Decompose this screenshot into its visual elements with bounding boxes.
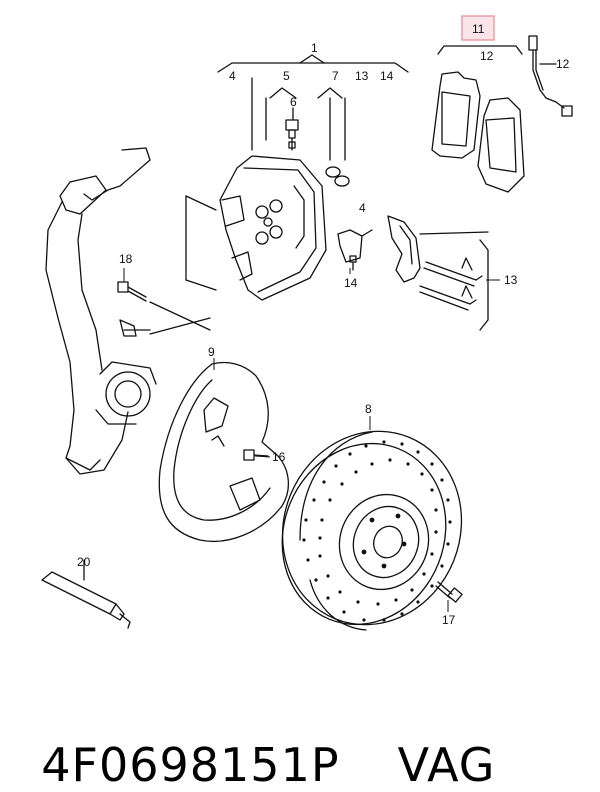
callout-7: 7 (332, 69, 339, 83)
caliper-clip (337, 229, 373, 271)
callout-9: 9 (208, 345, 215, 359)
highlight-box (461, 15, 495, 41)
callout-4-clip: 4 (359, 201, 366, 215)
group-bracket-1 (217, 54, 409, 73)
brake-caliper (185, 155, 327, 301)
part-number-caption: 4F0698151P VAG (10, 684, 590, 792)
leader-lines (251, 77, 346, 161)
callout-13-pins: 13 (504, 273, 518, 287)
callout-12-sensor: 12 (556, 57, 570, 71)
callout-6: 6 (290, 95, 297, 109)
disc-drill-holes (302, 440, 452, 622)
callout-1: 1 (311, 41, 318, 55)
callout-5: 5 (283, 69, 290, 83)
callout-12-pads: 12 (480, 49, 494, 63)
bolt-17 (435, 581, 463, 603)
seal-rings (325, 166, 350, 187)
splash-shield (158, 361, 289, 542)
steering-knuckle (45, 147, 157, 475)
spring-and-pins (387, 215, 489, 331)
callout-20: 20 (77, 555, 91, 569)
callout-17: 17 (442, 613, 456, 627)
callout-labels: 1 4 5 7 13 14 6 11 12 12 4 14 13 18 9 16… (77, 22, 570, 627)
brand-name: VAG (397, 738, 496, 792)
callout-16: 16 (272, 450, 286, 464)
callout-14-bolt: 14 (344, 276, 358, 290)
bolt-18 (117, 281, 211, 335)
brake-disc (281, 430, 463, 631)
grease-tube (41, 559, 131, 629)
callout-8: 8 (365, 402, 372, 416)
callout-13: 13 (355, 69, 369, 83)
callout-leaders (123, 63, 555, 612)
callout-11: 11 (472, 22, 485, 36)
bleed-valve (285, 119, 299, 151)
callout-14: 14 (380, 69, 394, 83)
callout-4: 4 (229, 69, 236, 83)
part-number: 4F0698151P (41, 738, 340, 792)
callout-18: 18 (119, 252, 133, 266)
wear-sensor (528, 35, 573, 117)
brake-pads (431, 45, 525, 193)
